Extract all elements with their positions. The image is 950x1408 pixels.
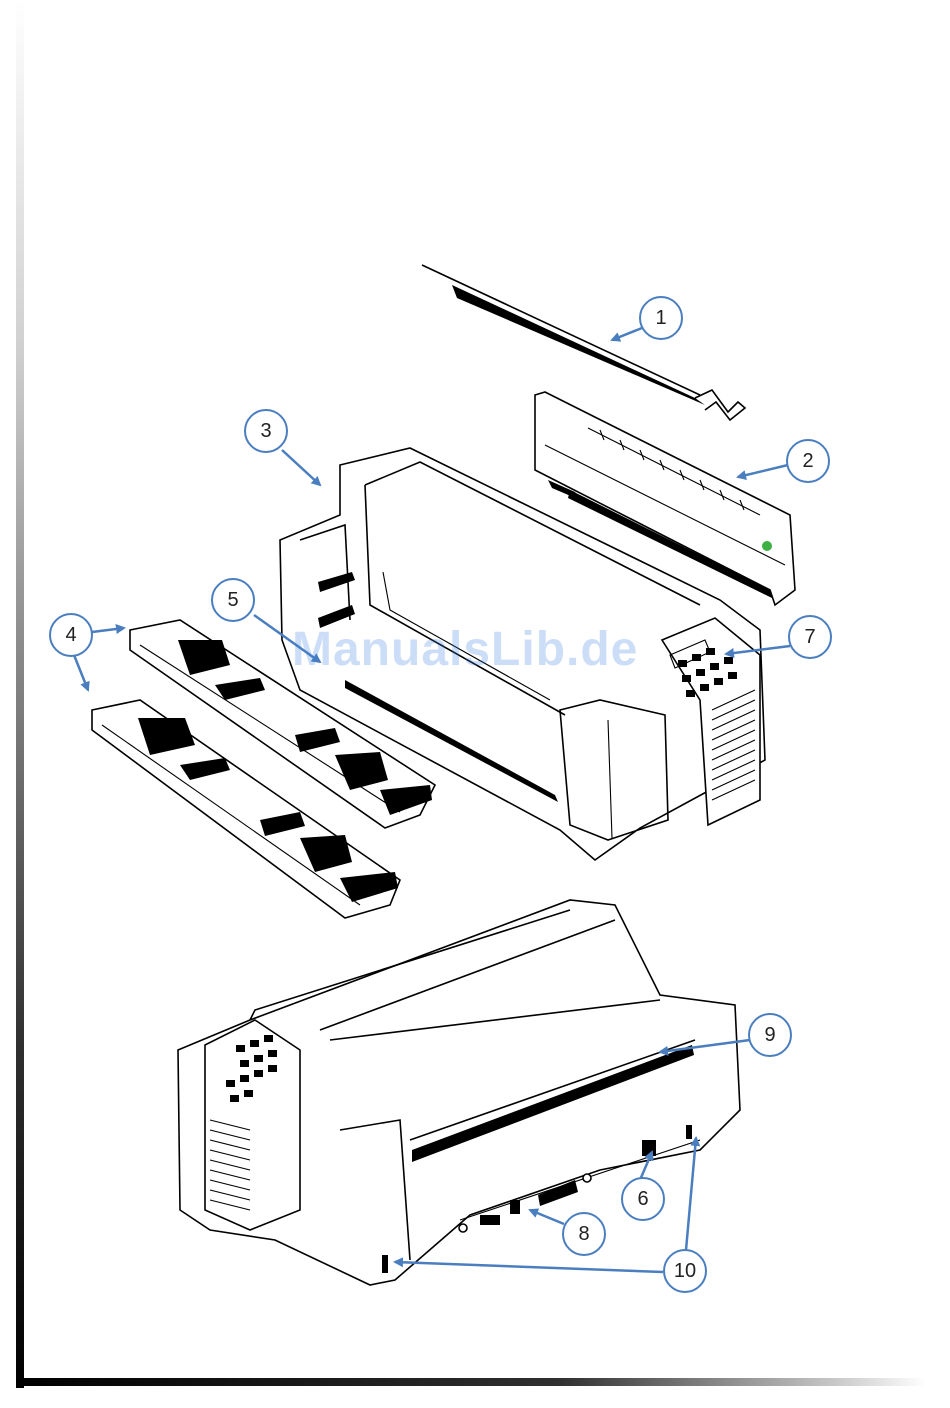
watermark: ManualsLib.de [292, 622, 672, 677]
part-printer-rear [178, 900, 740, 1285]
callout-1: 1 [640, 297, 682, 339]
callout-10-label: 10 [674, 1260, 696, 1282]
callout-4-label: 4 [65, 624, 76, 646]
part-paper-guide [422, 265, 745, 420]
callout-5: 5 [212, 579, 254, 621]
callout-8-label: 8 [578, 1223, 589, 1245]
callout-1-label: 1 [655, 307, 666, 329]
callout-5-label: 5 [227, 589, 238, 611]
callout-2: 2 [787, 440, 829, 482]
callout-6: 6 [622, 1178, 664, 1220]
callout-9: 9 [749, 1014, 791, 1056]
callout-7: 7 [789, 616, 831, 658]
callout-7-label: 7 [804, 626, 815, 648]
callout-2-label: 2 [802, 450, 813, 472]
callout-9-label: 9 [764, 1024, 775, 1046]
callout-8: 8 [563, 1213, 605, 1255]
callout-10: 10 [664, 1250, 706, 1292]
callout-4: 4 [50, 614, 92, 656]
callout-3-label: 3 [260, 420, 271, 442]
callout-6-label: 6 [637, 1188, 648, 1210]
callout-3: 3 [245, 410, 287, 452]
